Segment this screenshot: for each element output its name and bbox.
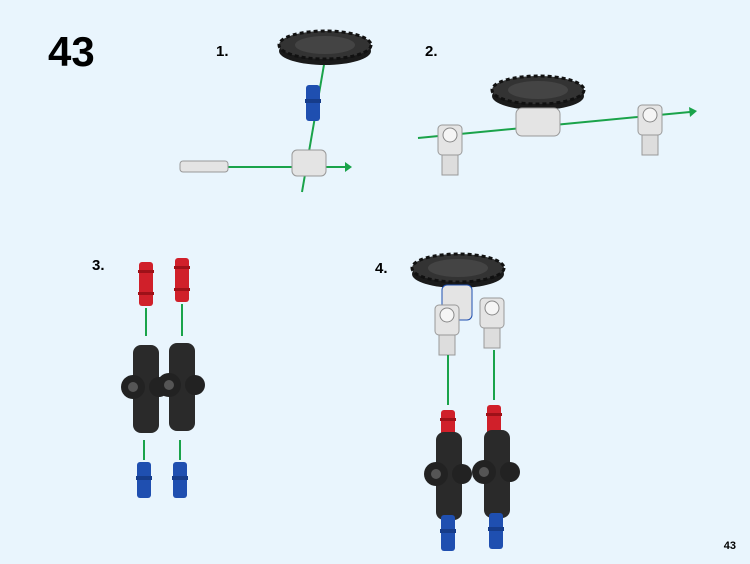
connector-part [291,149,327,177]
step3-illustration [121,258,205,498]
axle-part [179,160,229,173]
step-number: 43 [48,28,95,75]
page-number: 43 [723,540,736,552]
substep-label-2: 2. [425,43,438,60]
gear-part [277,29,373,67]
substep-label-1: 1. [216,43,229,60]
step4-illustration [410,252,520,551]
white-part [637,104,663,156]
substep-label-4: 4. [375,260,388,277]
gear-part [490,74,586,112]
step2-illustration [417,74,697,176]
step1-illustration [179,29,373,193]
white-part [437,124,463,176]
blue-pin-part [305,85,321,121]
substep-label-3: 3. [92,257,105,274]
